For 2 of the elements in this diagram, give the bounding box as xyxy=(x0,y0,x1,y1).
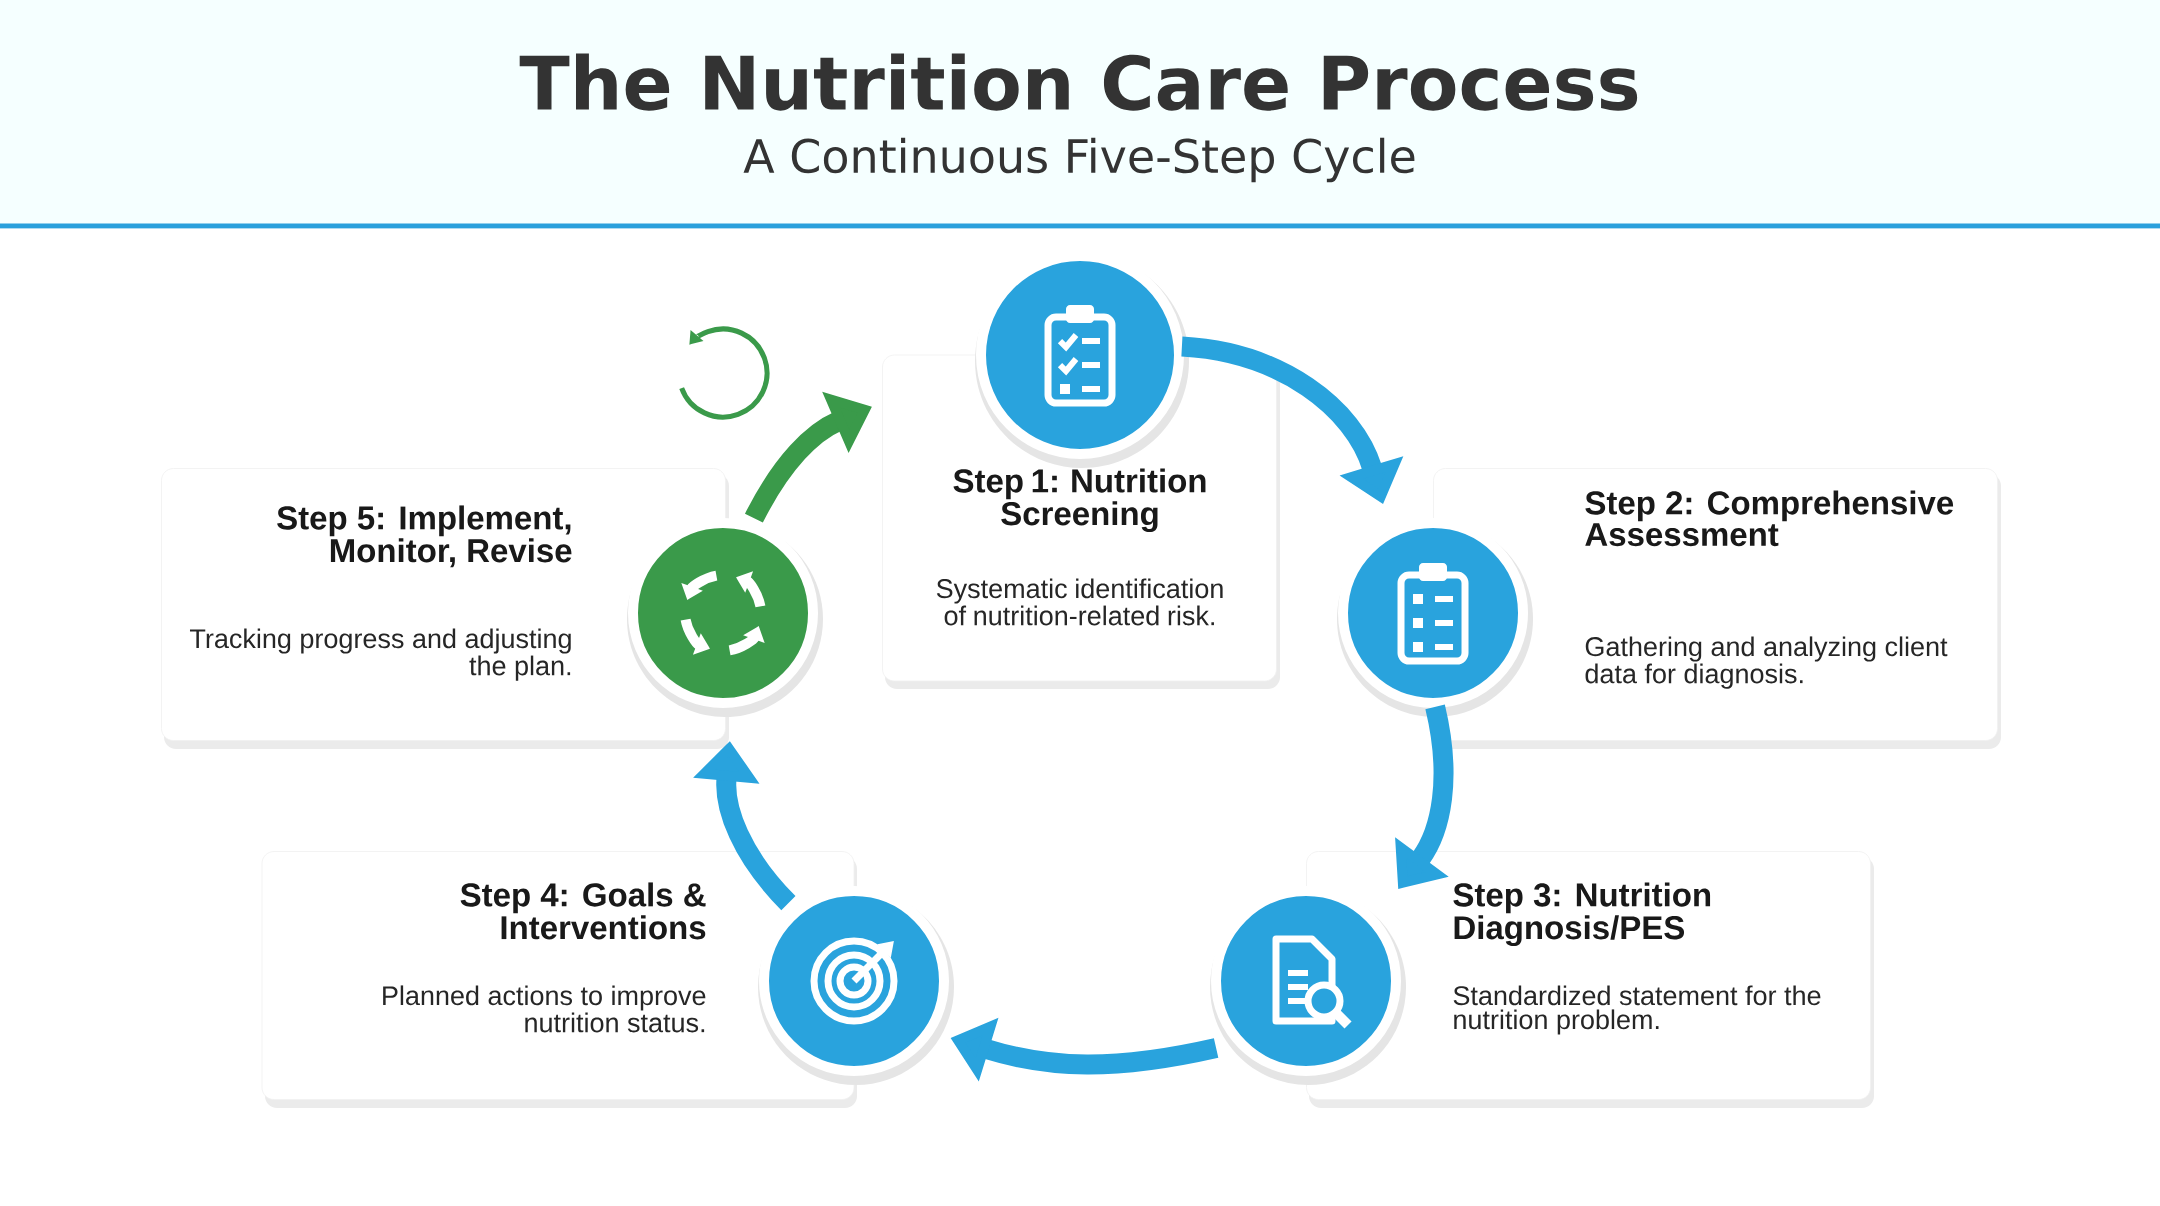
subtitle: A Continuous Five-Step Cycle xyxy=(743,137,1415,183)
title: The Nutrition Care Process xyxy=(519,53,1638,111)
